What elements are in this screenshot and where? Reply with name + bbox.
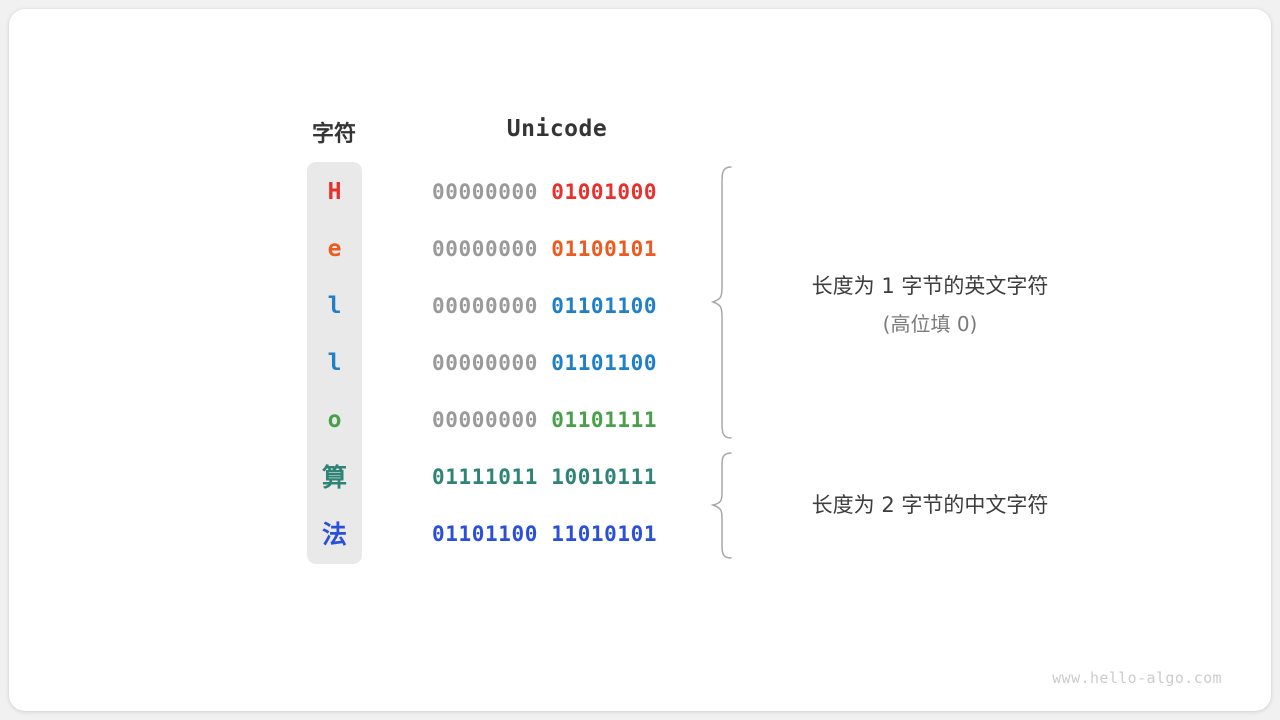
encoding-row: o 00000000 01101111 bbox=[307, 392, 727, 449]
annotation-chinese-line1: 长度为 2 字节的中文字符 bbox=[811, 493, 1049, 517]
row-unicode-bits: 01111011 10010111 bbox=[432, 449, 657, 506]
row-character: 法 bbox=[321, 520, 347, 549]
row-high-byte: 01101100 bbox=[432, 522, 538, 546]
encoding-row: H 00000000 01001000 bbox=[307, 164, 727, 221]
row-character: 算 bbox=[321, 463, 347, 492]
column-header-character: 字符 bbox=[311, 121, 356, 146]
row-character: l bbox=[327, 293, 342, 319]
row-unicode-bits: 00000000 01101100 bbox=[432, 335, 657, 392]
encoding-row: e 00000000 01100101 bbox=[307, 221, 727, 278]
diagram-card bbox=[9, 9, 1271, 711]
row-unicode-bits: 00000000 01100101 bbox=[432, 221, 657, 278]
row-character: H bbox=[327, 179, 342, 205]
row-character: e bbox=[327, 236, 342, 262]
row-low-byte: 01101100 bbox=[551, 294, 658, 318]
row-high-byte: 00000000 bbox=[432, 180, 538, 204]
row-low-byte: 11010101 bbox=[551, 522, 658, 546]
row-low-byte: 01100101 bbox=[551, 237, 658, 261]
row-high-byte: 00000000 bbox=[432, 351, 538, 375]
encoding-row: l 00000000 01101100 bbox=[307, 278, 727, 335]
encoding-row: 法 01101100 11010101 bbox=[307, 506, 727, 563]
row-low-byte: 01101111 bbox=[551, 408, 658, 432]
annotation-chinese-bytes: 长度为 2 字节的中文字符 bbox=[770, 489, 1090, 519]
character-column-background bbox=[307, 162, 362, 564]
row-high-byte: 00000000 bbox=[432, 408, 538, 432]
row-unicode-bits: 00000000 01101111 bbox=[432, 392, 657, 449]
annotation-english-line1: 长度为 1 字节的英文字符 bbox=[811, 274, 1049, 298]
row-character: o bbox=[327, 407, 342, 433]
row-character: l bbox=[327, 350, 342, 376]
row-unicode-bits: 00000000 01001000 bbox=[432, 164, 657, 221]
row-high-byte: 01111011 bbox=[432, 465, 538, 489]
row-unicode-bits: 00000000 01101100 bbox=[432, 278, 657, 335]
watermark: www.hello-algo.com bbox=[1052, 669, 1222, 687]
row-low-byte: 01101100 bbox=[551, 351, 658, 375]
row-unicode-bits: 01101100 11010101 bbox=[432, 506, 657, 563]
row-low-byte: 01001000 bbox=[551, 180, 658, 204]
annotation-english-bytes: 长度为 1 字节的英文字符 (高位填 0) bbox=[770, 270, 1090, 337]
annotation-english-line2: (高位填 0) bbox=[882, 312, 978, 336]
row-high-byte: 00000000 bbox=[432, 237, 538, 261]
encoding-row: l 00000000 01101100 bbox=[307, 335, 727, 392]
row-high-byte: 00000000 bbox=[432, 294, 538, 318]
column-header-unicode: Unicode bbox=[506, 116, 608, 142]
row-low-byte: 10010111 bbox=[551, 465, 658, 489]
encoding-row: 算 01111011 10010111 bbox=[307, 449, 727, 506]
